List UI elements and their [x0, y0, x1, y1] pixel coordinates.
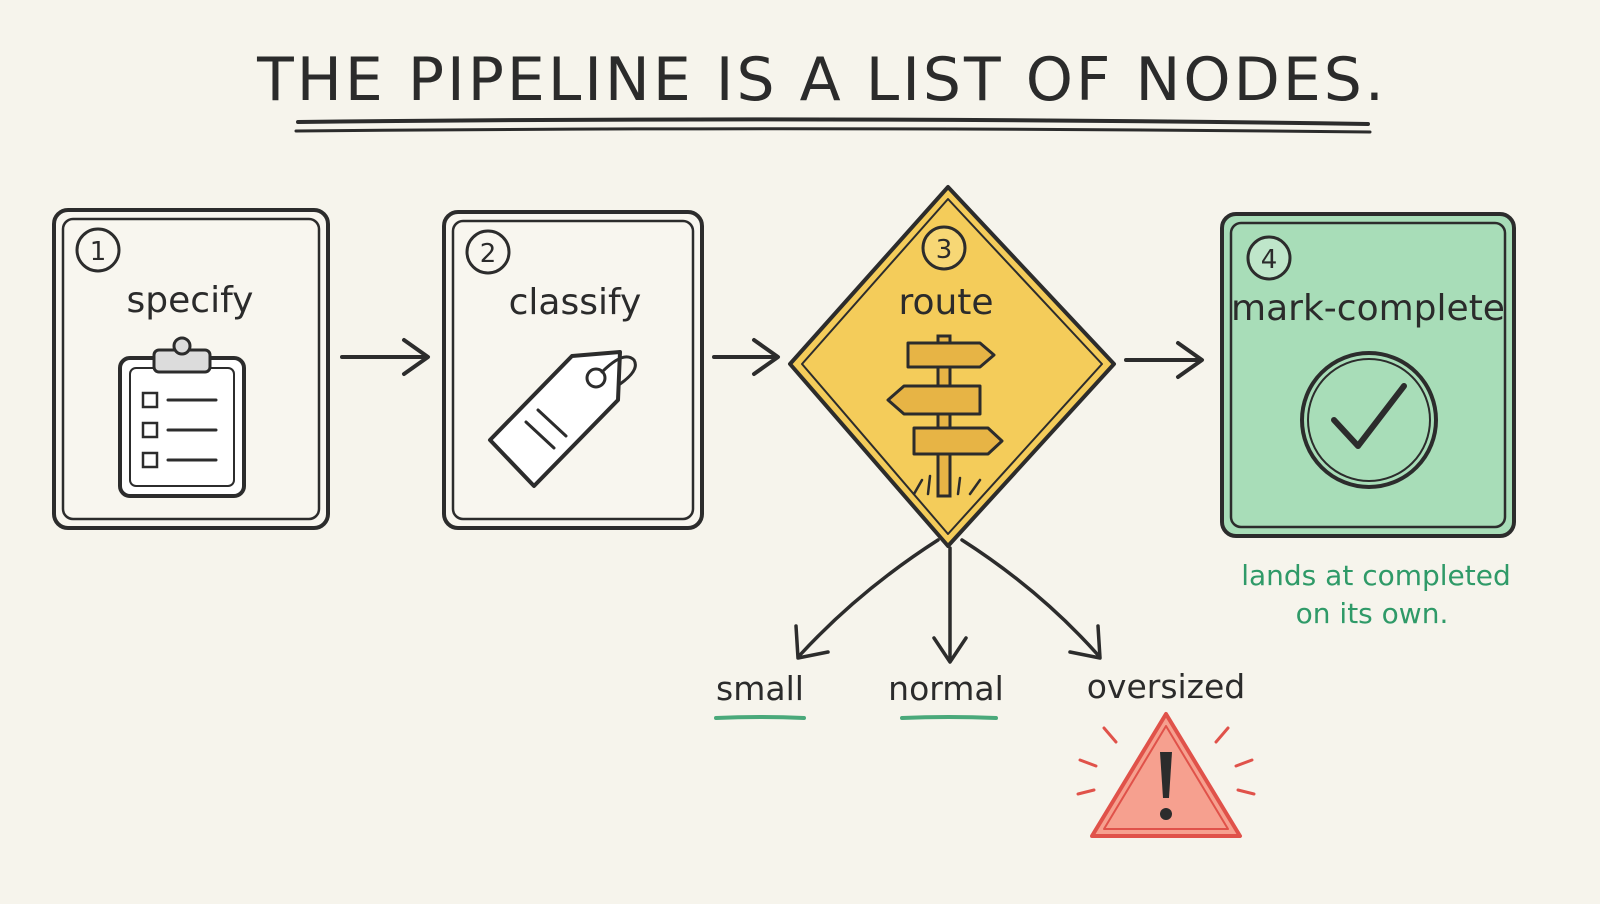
branch-arrow-small [794, 538, 940, 660]
node-mark-complete-frame [1220, 212, 1516, 538]
completion-note-line2: on its own. [1296, 597, 1449, 630]
branch-small: small [714, 669, 806, 720]
node-specify: 1 specify [52, 208, 330, 530]
node-mark-complete-label: mark-complete [1231, 288, 1505, 329]
node-route: 3 route [788, 185, 1116, 548]
branch-oversized: oversized [1076, 667, 1256, 838]
node-route-number: 3 [936, 235, 953, 265]
node-specify-number-circle [75, 227, 121, 273]
node-classify-number-circle [465, 229, 511, 275]
diagram-title: THE PIPELINE IS A LIST OF NODES. [256, 45, 1387, 115]
node-specify-number: 1 [90, 237, 107, 267]
check-circle-icon [1300, 351, 1438, 489]
node-route-number-circle [921, 225, 967, 271]
node-classify-number: 2 [480, 239, 497, 269]
node-classify: 2 classify [442, 210, 704, 530]
title-underline [294, 117, 1372, 134]
node-route-label: route [898, 282, 993, 323]
signpost-icon [886, 334, 1004, 498]
clipboard-checklist-icon [118, 336, 246, 498]
node-mark-complete-number-circle [1246, 235, 1292, 281]
branch-oversized-label: oversized [1087, 667, 1246, 706]
node-classify-inner-frame [451, 219, 695, 521]
tag-icon [488, 350, 637, 488]
arrow-route-to-mark-complete [1124, 341, 1204, 379]
branch-normal-label: normal [888, 669, 1004, 708]
branch-small-label: small [716, 669, 804, 708]
branch-small-underline [714, 715, 806, 720]
warning-triangle-icon [1076, 712, 1256, 838]
node-mark-complete-inner-frame [1229, 221, 1507, 529]
arrow-classify-to-route [712, 338, 780, 376]
node-specify-inner-frame [61, 217, 321, 521]
node-specify-label: specify [127, 280, 254, 321]
node-mark-complete: 4 mark-complete [1220, 212, 1516, 538]
branch-normal: normal [888, 669, 1004, 720]
branch-normal-underline [900, 715, 998, 720]
arrow-specify-to-classify [340, 338, 430, 376]
branch-arrow-normal [932, 546, 968, 664]
node-mark-complete-number: 4 [1261, 245, 1278, 275]
completion-note-line1: lands at completed [1241, 559, 1511, 592]
node-route-inner-diamond [801, 198, 1103, 535]
branch-arrow-oversized [960, 538, 1102, 660]
node-classify-label: classify [509, 282, 642, 323]
